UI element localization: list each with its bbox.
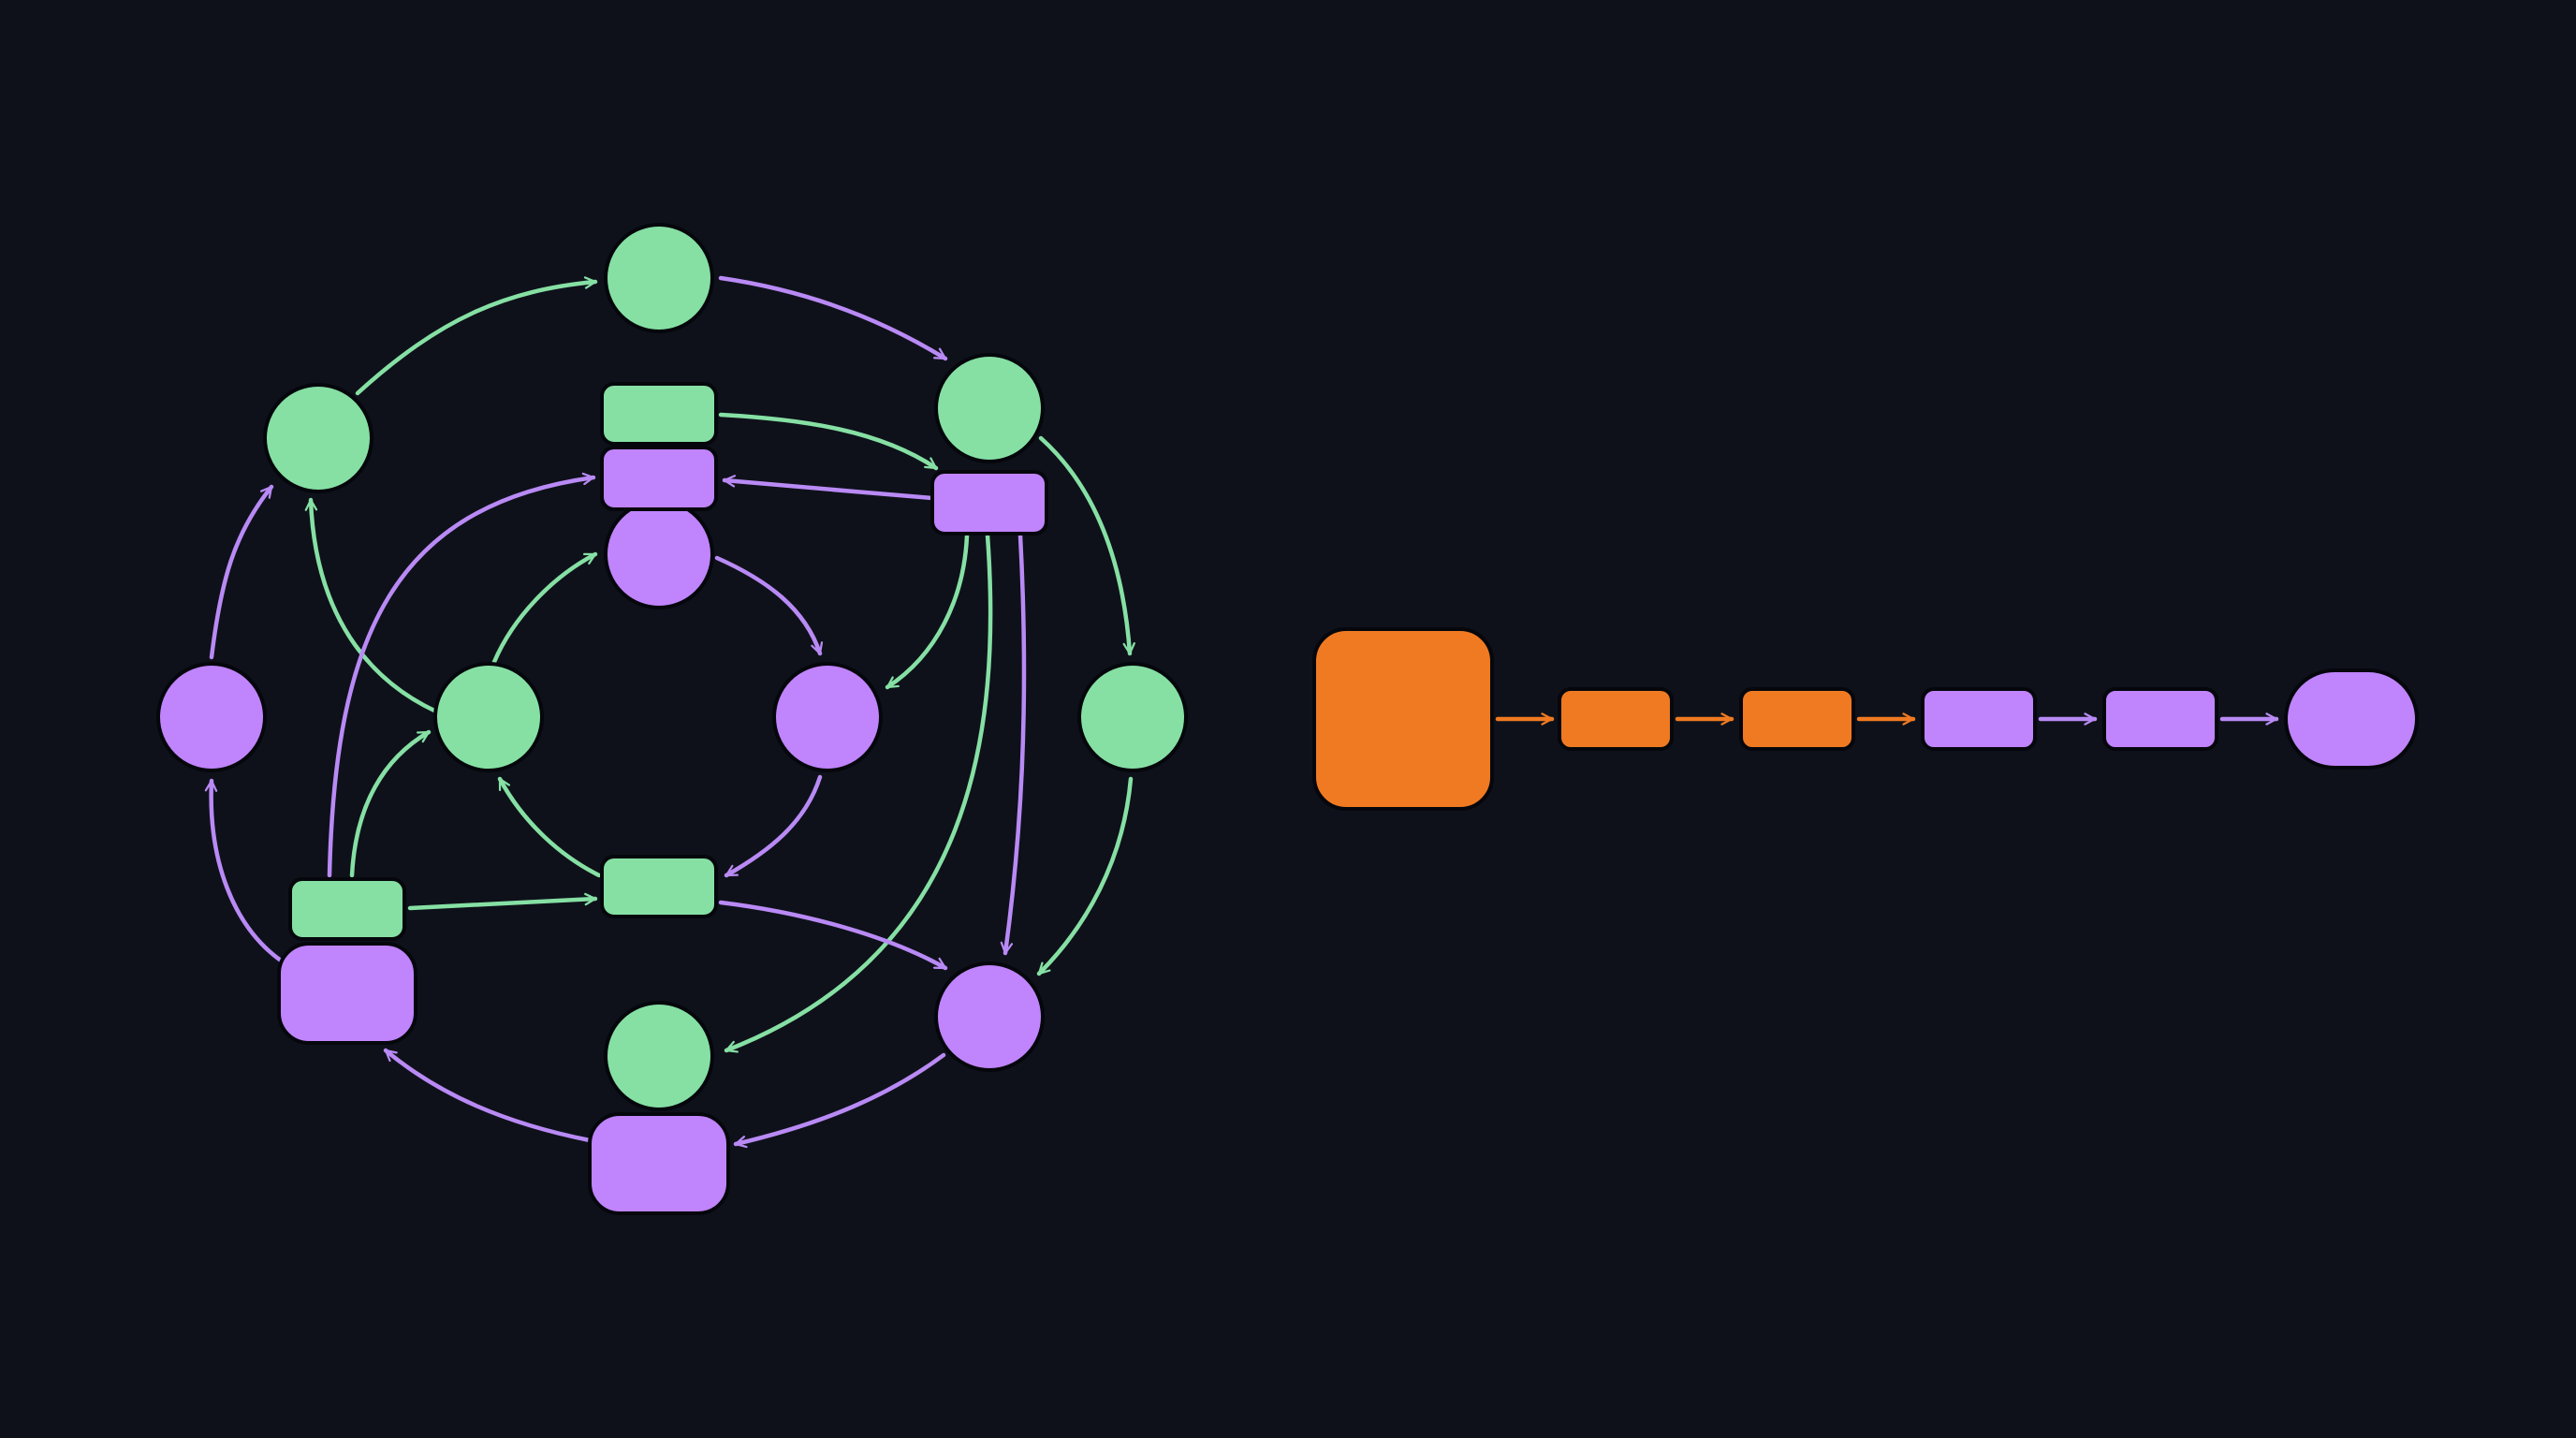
pipeline-stage-2 <box>1558 687 1674 751</box>
edge-inner-left-to-upper-left <box>304 497 439 714</box>
edge-purple-chip-to-purple-chip <box>722 475 935 501</box>
pipeline-stage-source <box>1312 627 1494 811</box>
edge-left-block-to-left <box>204 778 284 963</box>
pipeline-stage-sink <box>2284 668 2419 770</box>
edge-upper-left-to-top <box>355 276 598 396</box>
chip-green-inner-bottom <box>600 855 718 918</box>
edge-lower-right-to-bottom-block <box>733 1052 946 1149</box>
edge-purple-chip-to-inner-right <box>885 533 970 690</box>
chip-green-top <box>600 382 718 446</box>
edge-inner-top-to-inner-right <box>714 555 824 656</box>
chip-green-left <box>288 877 406 941</box>
chip-purple-top <box>600 446 718 511</box>
edge-purple-chip-to-bottom <box>724 533 993 1053</box>
edge-left-to-upper-left <box>209 484 274 660</box>
edge-right-to-lower-right <box>1036 776 1134 976</box>
edge-upper-right-to-right <box>1038 435 1135 656</box>
node-top <box>604 223 714 333</box>
node-left <box>156 662 267 772</box>
node-inner-right <box>772 662 883 772</box>
pipeline-stage-5 <box>2102 687 2218 751</box>
edge-left-chip-to-inner-bottom <box>407 892 598 911</box>
edge-inner-bottom-to-inner-left <box>497 776 602 878</box>
pipeline-stage-4 <box>1921 687 2037 751</box>
node-right <box>1077 662 1188 772</box>
node-inner-left <box>433 662 544 772</box>
pipeline-nodes <box>1312 627 2419 811</box>
edge-inner-bottom-to-lower-right <box>718 900 948 971</box>
block-purple-left <box>277 942 417 1045</box>
edge-inner-right-to-inner-bottom <box>724 774 823 878</box>
edge-left-chip-to-inner-left <box>349 729 432 878</box>
block-purple-bottom <box>588 1112 730 1215</box>
pipeline-stage-3 <box>1739 687 1855 751</box>
node-upper-left <box>263 383 373 493</box>
edge-top-to-upper-right <box>718 275 948 361</box>
edge-left-chip-to-purple-chip <box>327 472 596 878</box>
edge-inner-left-to-inner-top <box>491 551 598 665</box>
cycle-graph-nodes <box>156 223 1188 1215</box>
node-bottom <box>604 1001 714 1111</box>
edge-green-chip-to-upper-right <box>718 412 939 471</box>
node-lower-right <box>934 961 1045 1072</box>
edge-bottom-block-to-left-block <box>383 1048 593 1143</box>
node-inner-top <box>604 499 714 609</box>
chip-purple-upper-right <box>930 470 1048 536</box>
node-upper-right <box>934 353 1045 463</box>
cycle-graph-edges <box>204 275 1135 1149</box>
edge-purple-chip-to-lower-right <box>1000 533 1027 956</box>
